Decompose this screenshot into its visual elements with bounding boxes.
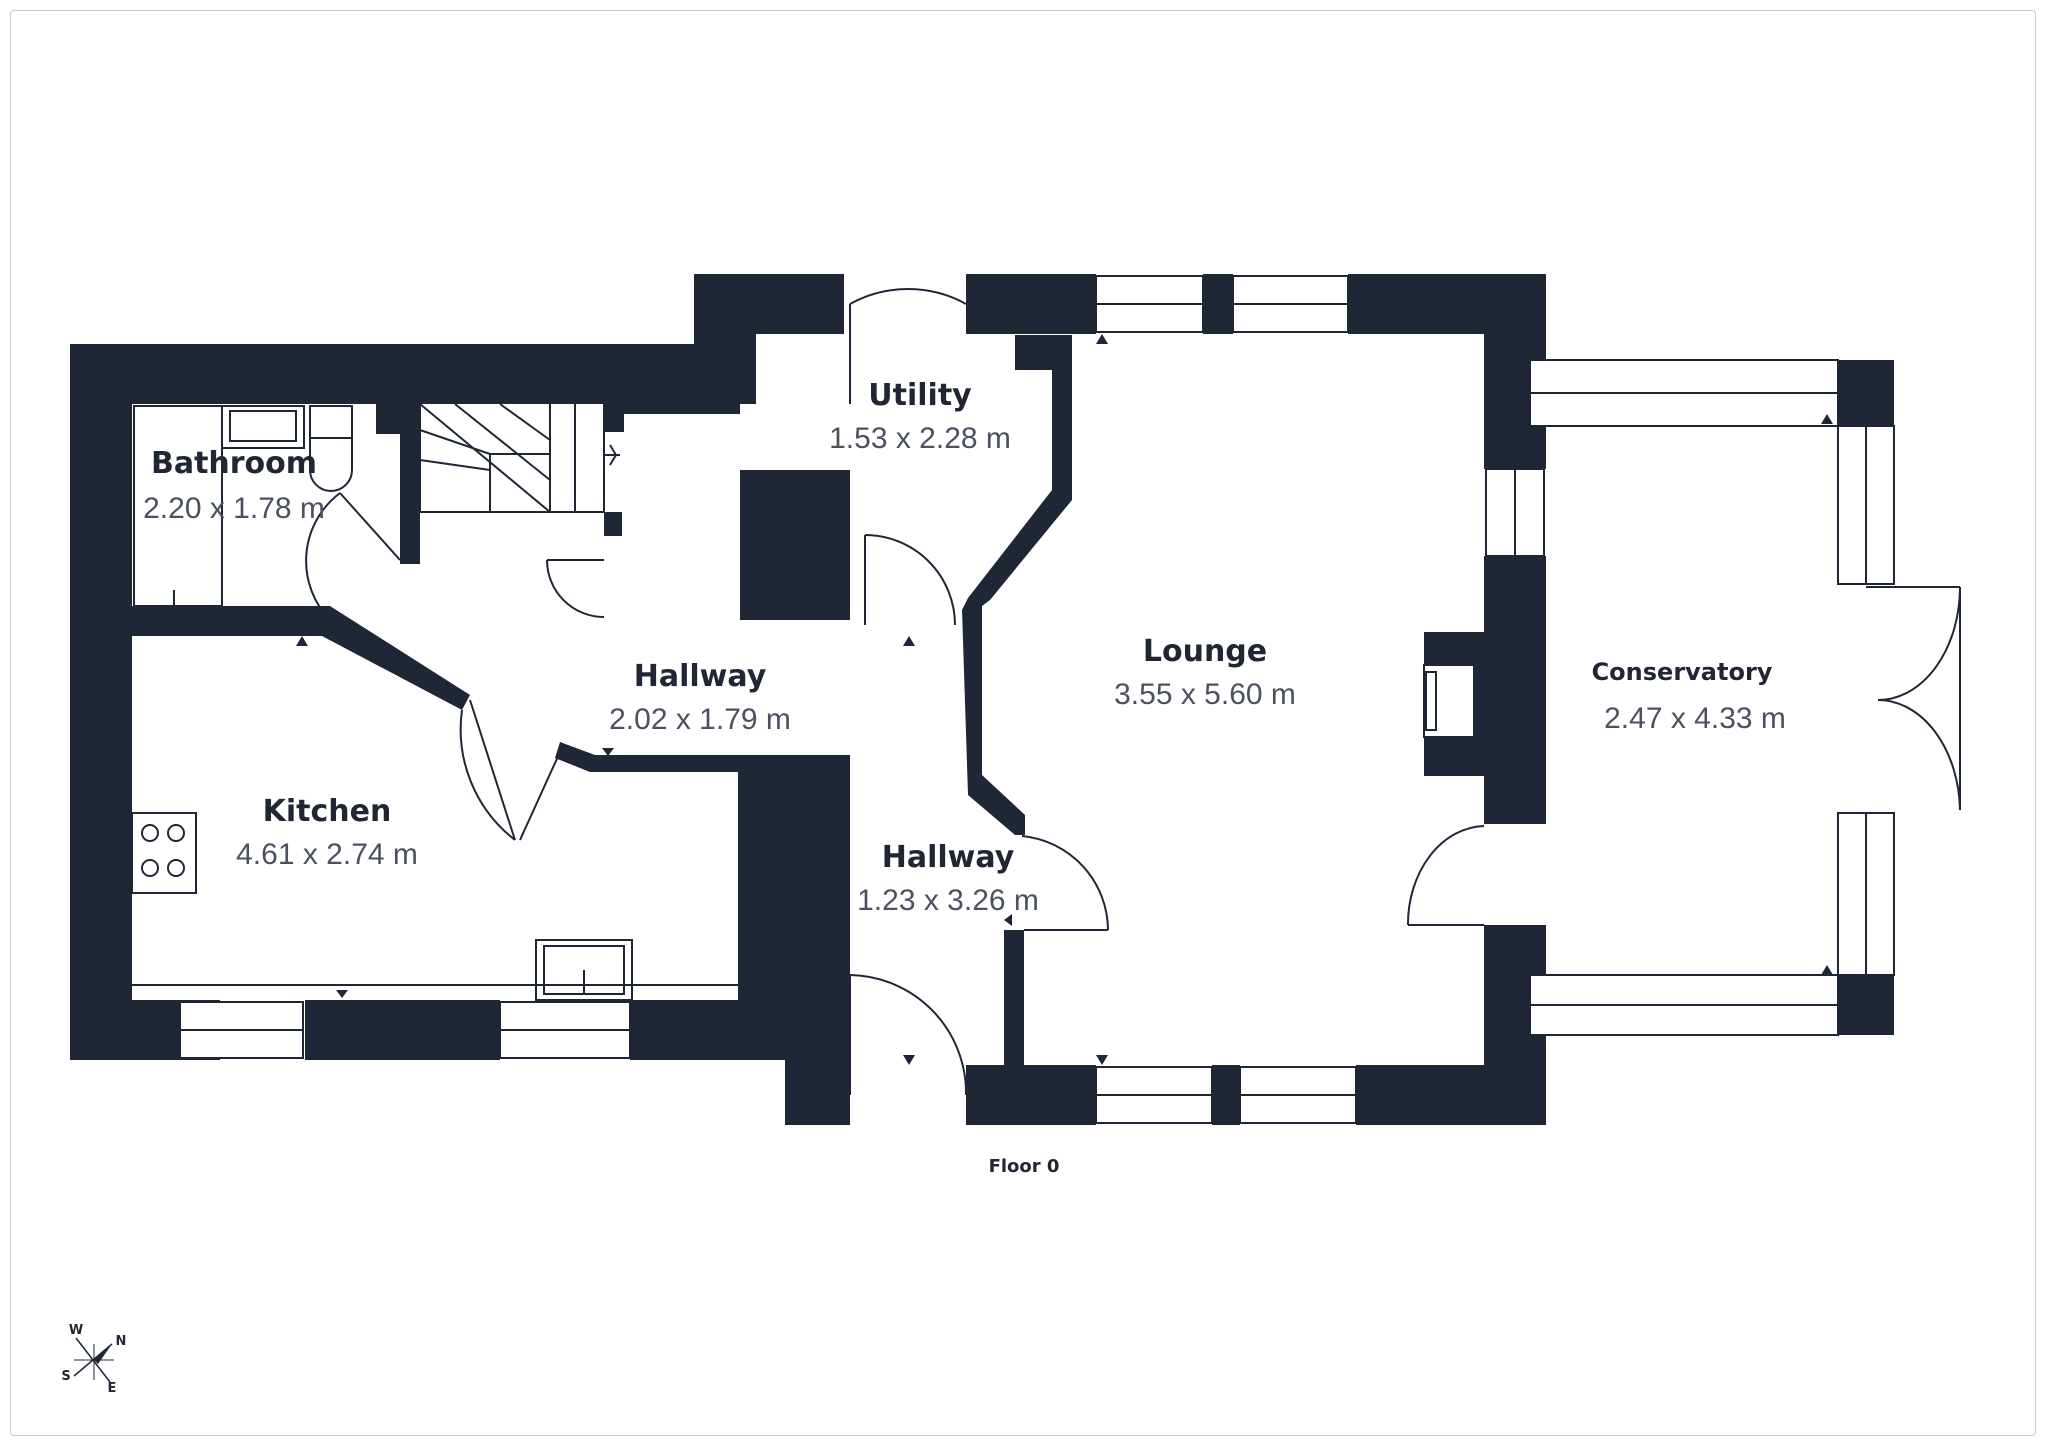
door-stair-cupboard <box>546 559 605 618</box>
door-conservatory-1 <box>1877 586 1961 701</box>
wall-bath-stair <box>400 404 420 564</box>
room-dim-bathroom: 2.20 x 1.78 m <box>143 492 325 525</box>
fixtures <box>131 403 1475 1001</box>
wall-utility-west <box>832 470 850 620</box>
room-name-hallway-lower: Hallway <box>882 840 1015 875</box>
door-utility-external <box>849 288 967 305</box>
wall-bath-stub <box>376 404 402 434</box>
door-kitchen-1 <box>459 709 516 841</box>
kitchen-sink <box>535 939 633 1001</box>
room-name-utility: Utility <box>868 378 972 413</box>
wall-stair-top <box>620 404 740 414</box>
wall-stair-post <box>604 512 622 536</box>
wall-bath-kitchen <box>132 606 300 636</box>
wall-hall-east <box>1004 930 1024 1065</box>
wall-kitchen-hall <box>555 742 850 772</box>
wall-lounge-south-3 <box>1356 1065 1546 1125</box>
doors <box>305 288 1961 1096</box>
door-front <box>849 974 968 1096</box>
markers <box>296 334 1833 1065</box>
door-lounge-conservatory <box>1406 825 1485 926</box>
wall-kitchen-east <box>738 770 850 1010</box>
bathtub <box>133 405 223 607</box>
door-bathroom <box>305 492 341 621</box>
wall-south-2 <box>305 1000 500 1060</box>
room-dim-utility: 1.53 x 2.28 m <box>829 422 1011 455</box>
compass-north: N <box>116 1334 127 1349</box>
compass-icon: W N S E <box>61 1323 126 1396</box>
wall-lounge-west <box>962 335 1072 835</box>
wall-west <box>70 344 132 1060</box>
walls <box>70 274 1894 1125</box>
wall-north-left <box>70 344 755 404</box>
wall-utility-corner <box>694 274 756 404</box>
wall-lounge-north-1 <box>966 274 1096 334</box>
toilet <box>309 405 353 439</box>
wall-conservatory-ne <box>1838 360 1894 426</box>
hob <box>131 812 197 894</box>
room-name-kitchen: Kitchen <box>263 794 392 829</box>
room-name-hallway-upper: Hallway <box>634 659 767 694</box>
door-lounge-hall <box>1021 835 1109 931</box>
door-conservatory-2 <box>1877 699 1961 811</box>
room-labels: Bathroom 2.20 x 1.78 m Utility 1.53 x 2.… <box>143 378 1786 917</box>
compass-east: E <box>108 1381 117 1396</box>
wall-lounge-north-2 <box>1203 274 1233 334</box>
room-name-conservatory: Conservatory <box>1592 658 1773 686</box>
room-name-bathroom: Bathroom <box>151 446 317 481</box>
door-utility-hall <box>864 534 956 626</box>
wall-lounge-east <box>1484 556 1546 824</box>
wall-kitchen-diagonal <box>300 606 470 710</box>
windows <box>179 275 1895 1124</box>
wall-south-4 <box>785 1000 850 1125</box>
wall-stair-post-top <box>604 404 624 432</box>
room-dim-conservatory: 2.47 x 4.33 m <box>1604 702 1786 735</box>
compass-south: S <box>61 1369 70 1384</box>
room-dim-hallway-lower: 1.23 x 3.26 m <box>857 884 1039 917</box>
floor-label: Floor 0 <box>989 1156 1060 1177</box>
wall-lounge-south-2 <box>1212 1065 1240 1125</box>
fireplace <box>1423 664 1475 738</box>
wall-conservatory-se <box>1838 975 1894 1035</box>
wall-stair-utility <box>740 470 845 620</box>
room-dim-lounge: 3.55 x 5.60 m <box>1114 678 1296 711</box>
room-dim-hallway-upper: 2.02 x 1.79 m <box>609 703 791 736</box>
room-name-lounge: Lounge <box>1143 634 1267 669</box>
room-dim-kitchen: 4.61 x 2.74 m <box>236 838 418 871</box>
wall-lounge-south-1 <box>966 1065 1096 1125</box>
page-border <box>10 10 2036 1436</box>
staircase <box>419 403 620 513</box>
compass-west: W <box>69 1323 83 1338</box>
